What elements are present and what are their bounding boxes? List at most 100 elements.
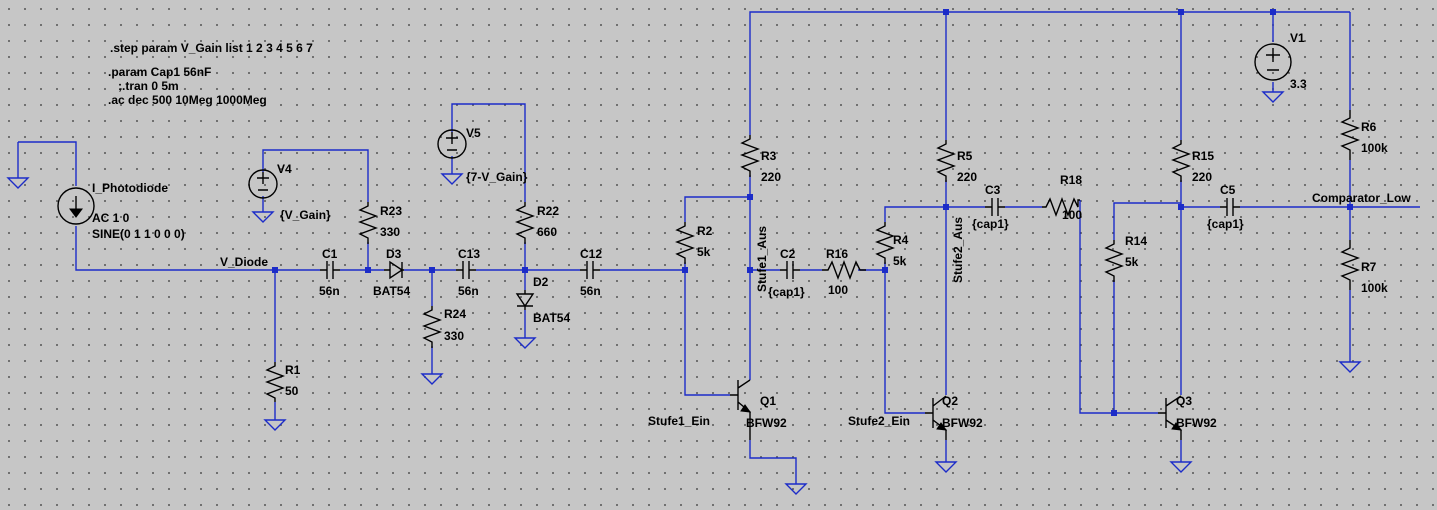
resistor-r22 (515, 202, 535, 244)
diode-d3 (384, 260, 404, 280)
label-c2-name: C2 (780, 247, 796, 261)
ground-icon (6, 177, 30, 189)
label-i-photodiode-sine: SINE(0 1 1 0 0 0) (92, 227, 185, 241)
label-r24-name: R24 (444, 307, 466, 321)
resistor-r24 (422, 306, 442, 348)
spice-directives: .step param V_Gain list 1 2 3 4 5 6 7 .p… (108, 41, 313, 107)
resistor-r5 (936, 140, 956, 182)
voltage-source-v1[interactable] (1254, 43, 1292, 81)
capacitor-c5 (1220, 198, 1240, 216)
label-r15-value: 220 (1192, 170, 1212, 184)
label-r1-value: 50 (285, 384, 299, 398)
transistor-q1[interactable] (730, 379, 752, 440)
label-v5-name: V5 (466, 126, 481, 140)
ground-icon (1261, 91, 1285, 103)
label-r23-value: 330 (380, 225, 400, 239)
label-c1-name: C1 (322, 247, 338, 261)
label-r5-name: R5 (957, 149, 973, 163)
label-r15-name: R15 (1192, 149, 1214, 163)
label-r7-name: R7 (1361, 260, 1377, 274)
resistors (265, 110, 1360, 402)
resistor-r1 (265, 362, 285, 402)
label-r22-name: R22 (537, 204, 559, 218)
label-q1-name: Q1 (760, 394, 776, 408)
resistor-r2 (675, 222, 695, 264)
capacitor-c13 (456, 261, 476, 279)
transistor-q3[interactable] (1158, 395, 1183, 440)
label-v4-name: V4 (277, 162, 292, 176)
resistor-r16 (822, 260, 866, 280)
label-i-photodiode-name: I_Photodiode (92, 181, 168, 195)
label-r2-value: 5k (697, 245, 711, 259)
resistor-r3 (740, 135, 760, 177)
label-v1-value: 3.3 (1290, 77, 1307, 91)
directive-ac: .ac dec 500 10Meg 1000Meg (108, 93, 267, 107)
resistor-r4 (875, 222, 895, 264)
ground-icon (784, 483, 808, 495)
capacitor-c1 (320, 261, 340, 279)
label-c5-name: C5 (1220, 183, 1236, 197)
label-c2-value: {cap1} (768, 285, 805, 299)
label-r5-value: 220 (957, 170, 977, 184)
label-c1-value: 56n (319, 284, 340, 298)
wires (17, 11, 1420, 484)
ground-icon (251, 211, 275, 223)
current-source-i-photodiode[interactable] (57, 187, 95, 225)
net-label-stufe1-ein: Stufe1_Ein (648, 414, 710, 428)
ground-icon (934, 461, 958, 473)
ground-symbols (6, 91, 1362, 495)
resistor-r15 (1171, 140, 1191, 182)
ground-icon (1169, 461, 1193, 473)
label-r3-name: R3 (761, 149, 777, 163)
label-q2-value: BFW92 (942, 416, 983, 430)
label-r3-value: 220 (761, 170, 781, 184)
transistor-q2[interactable] (925, 395, 948, 440)
ground-icon (513, 337, 537, 349)
label-c3-name: C3 (985, 183, 1001, 197)
label-q3-name: Q3 (1176, 394, 1192, 408)
net-label-stufe2-aus: Stufe2_Aus (951, 217, 965, 283)
resistor-r23 (358, 202, 378, 244)
ground-icon (440, 173, 464, 185)
capacitor-c2 (780, 261, 800, 279)
component-labels: I_Photodiode AC 1 0 SINE(0 1 1 0 0 0) V4… (92, 31, 1388, 430)
voltage-source-v4[interactable] (248, 169, 278, 199)
label-r16-value: 100 (828, 283, 848, 297)
label-c13-name: C13 (458, 247, 480, 261)
label-r2-name: R2 (697, 224, 713, 238)
ground-icon (1338, 361, 1362, 373)
net-label-v-diode: V_Diode (220, 255, 268, 269)
label-c3-value: {cap1} (972, 217, 1009, 231)
label-v1-name: V1 (1290, 31, 1305, 45)
junctions (272, 9, 1353, 416)
label-r6-name: R6 (1361, 120, 1377, 134)
label-r14-name: R14 (1125, 234, 1147, 248)
label-c12-value: 56n (580, 284, 601, 298)
label-r4-value: 5k (893, 254, 907, 268)
diode-d2 (515, 290, 535, 310)
resistor-r7 (1340, 240, 1360, 290)
label-r18-name: R18 (1060, 173, 1082, 187)
ground-icon (420, 373, 444, 385)
directive-step: .step param V_Gain list 1 2 3 4 5 6 7 (110, 41, 313, 55)
label-r24-value: 330 (444, 329, 464, 343)
directive-param: .param Cap1 56nF (108, 65, 211, 79)
label-c5-value: {cap1} (1207, 217, 1244, 231)
directive-tran: ;.tran 0 5m (118, 79, 179, 93)
label-c12-name: C12 (580, 247, 602, 261)
label-v4-value: {V_Gain} (280, 208, 331, 222)
resistor-r6 (1340, 110, 1360, 160)
label-d2-value: BAT54 (533, 311, 570, 325)
net-label-stufe1-aus: Stufe1_Aus (755, 226, 769, 292)
label-r1-name: R1 (285, 363, 301, 377)
label-r4-name: R4 (893, 233, 909, 247)
label-v5-value: {7-V_Gain} (466, 170, 528, 184)
label-d3-name: D3 (386, 247, 402, 261)
label-r16-name: R16 (826, 247, 848, 261)
label-i-photodiode-ac: AC 1 0 (92, 211, 130, 225)
label-r14-value: 5k (1125, 255, 1139, 269)
voltage-source-v5[interactable] (437, 129, 467, 159)
label-q3-value: BFW92 (1176, 416, 1217, 430)
label-r7-value: 100k (1361, 281, 1388, 295)
